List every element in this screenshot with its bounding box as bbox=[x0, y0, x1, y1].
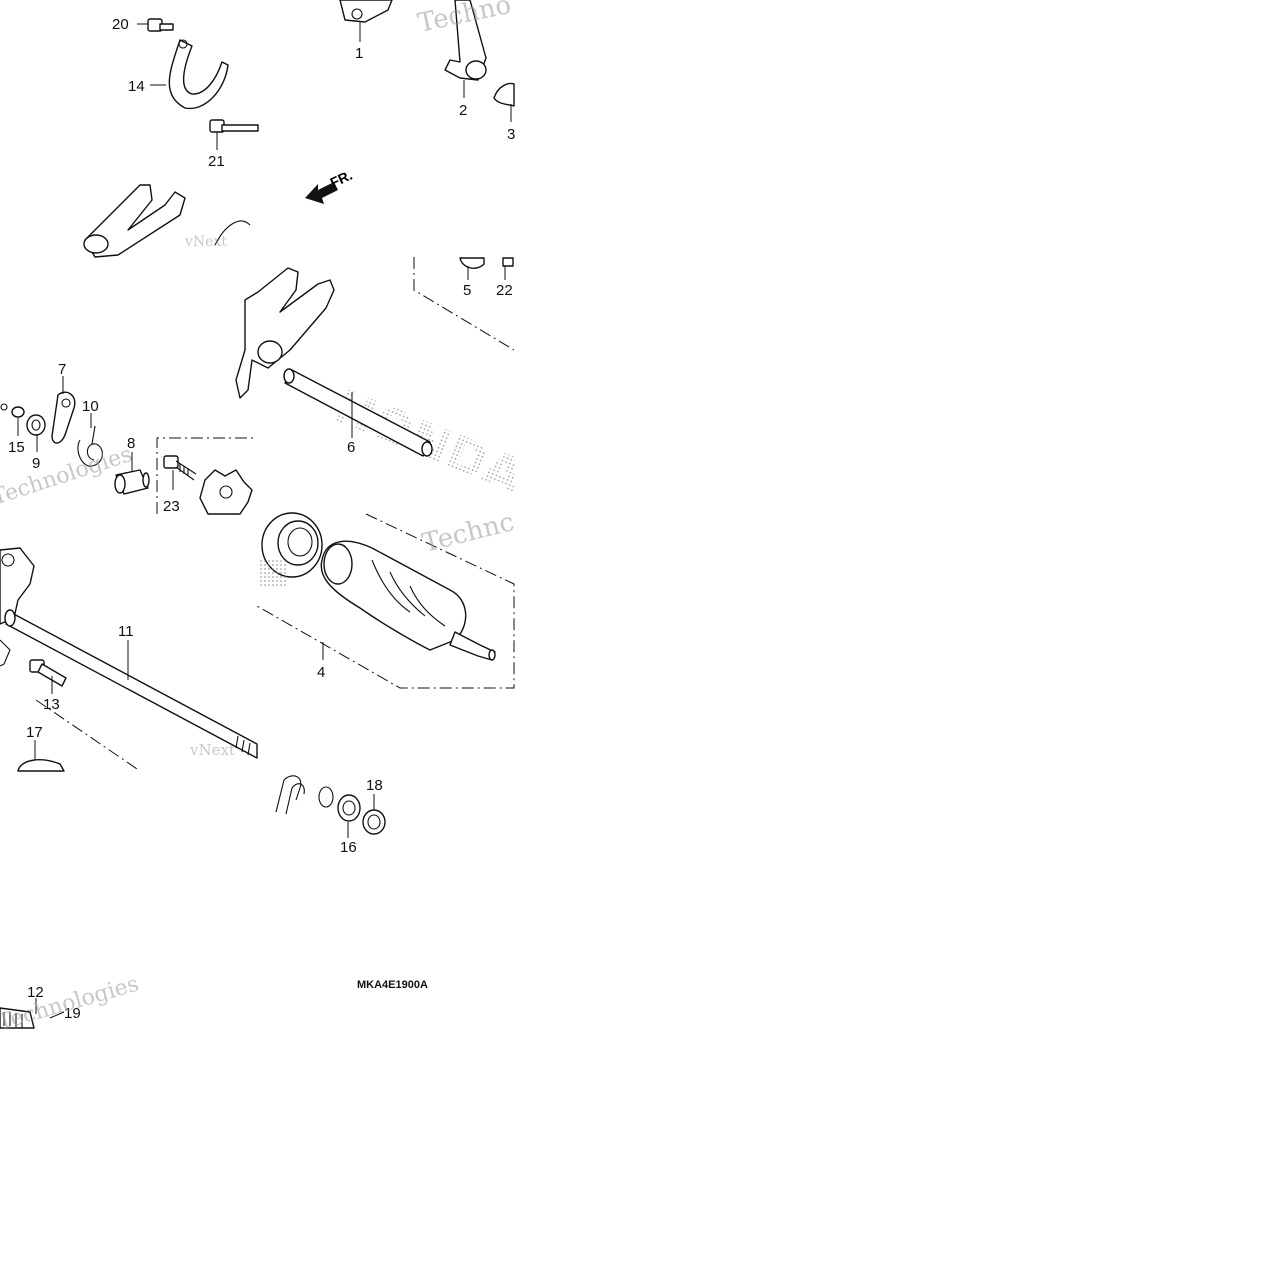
callout-13: 13 bbox=[43, 696, 60, 713]
watermark-technologies-2: Technologies bbox=[0, 972, 142, 1036]
callout-5: 5 bbox=[463, 282, 471, 299]
drawing-code: MKA4E1900A bbox=[357, 979, 428, 991]
spring-10-drawing bbox=[77, 425, 103, 467]
callout-18: 18 bbox=[366, 777, 383, 794]
washer-9-drawing bbox=[26, 414, 46, 436]
shift-drum-star-drawing bbox=[199, 469, 253, 515]
callout-7: 7 bbox=[58, 361, 66, 378]
gearshift-arm-drawing bbox=[0, 547, 35, 625]
callout-9: 9 bbox=[32, 455, 40, 472]
watermark-technc: Technc bbox=[419, 507, 517, 559]
assembly-boundary bbox=[156, 437, 257, 514]
bolt-21-drawing bbox=[209, 119, 259, 133]
shift-fork-2-drawing bbox=[444, 0, 487, 81]
tile-lower-left: 11 13 17 vNext bbox=[0, 547, 258, 772]
callout-21: 21 bbox=[208, 153, 225, 170]
watermark-vnext-2: vNext bbox=[189, 741, 235, 759]
callout-2: 2 bbox=[459, 102, 467, 119]
collar-8-drawing bbox=[114, 469, 150, 495]
drum-box-boundary bbox=[256, 513, 515, 689]
callout-23: 23 bbox=[163, 498, 180, 515]
callout-14: 14 bbox=[128, 78, 145, 95]
shift-fork-1-drawing bbox=[339, 0, 393, 23]
callout-19: 19 bbox=[64, 1005, 81, 1022]
washer-16-drawing bbox=[337, 794, 361, 822]
callout-16: 16 bbox=[340, 839, 357, 856]
callout-10: 10 bbox=[82, 398, 99, 415]
callout-1: 1 bbox=[355, 45, 363, 62]
tile-bottom-left: 12 19 Technologies bbox=[0, 972, 142, 1036]
callout-12: 12 bbox=[27, 984, 44, 1001]
oil-seal-18-drawing bbox=[362, 809, 386, 835]
tile-middle-left: 7 10 15 9 8 23 Technologies bbox=[0, 361, 257, 515]
tile-bottom-right: 18 16 MKA4E1900A bbox=[275, 775, 428, 991]
watermark-vnext: vNext bbox=[184, 234, 227, 250]
callout-17: 17 bbox=[26, 724, 43, 741]
bolt-20-drawing bbox=[147, 18, 174, 32]
callout-3: 3 bbox=[507, 126, 515, 143]
shift-fork-drawing bbox=[235, 267, 335, 399]
shift-drum-4-drawing bbox=[320, 540, 496, 661]
shift-fork-drawing bbox=[84, 184, 186, 258]
shift-fork-shaft-6-drawing bbox=[283, 368, 433, 457]
tile-lower-right: 4 Technc bbox=[256, 507, 517, 689]
bolt-23-drawing bbox=[163, 455, 197, 481]
washer-15-drawing bbox=[11, 406, 25, 418]
return-spring-drawing bbox=[275, 775, 305, 815]
callout-20: 20 bbox=[112, 16, 129, 33]
tile-middle-right: HONDA 6 5 22 bbox=[235, 257, 530, 505]
callout-4: 4 bbox=[317, 664, 325, 681]
bolt-13-drawing bbox=[29, 659, 67, 687]
callout-6: 6 bbox=[347, 439, 355, 456]
drum-assembly-boundary bbox=[413, 257, 515, 351]
front-direction-label: FR. bbox=[328, 167, 355, 191]
callout-15: 15 bbox=[8, 439, 25, 456]
front-direction-arrow: FR. bbox=[305, 167, 355, 204]
tile-top-right: FR. 1 2 3 Techno bbox=[305, 0, 515, 204]
spindle-end-drawing bbox=[0, 1007, 35, 1029]
bracket-14-drawing bbox=[168, 39, 229, 110]
part-3-drawing bbox=[493, 82, 515, 107]
oil-seal-17-drawing bbox=[17, 759, 65, 772]
bearing-drawing bbox=[258, 512, 323, 588]
callout-22: 22 bbox=[496, 282, 513, 299]
callout-11: 11 bbox=[118, 623, 134, 640]
gearshift-spindle-11-drawing bbox=[4, 609, 258, 759]
circlip-drawing bbox=[318, 786, 334, 808]
callout-8: 8 bbox=[127, 435, 135, 452]
tile-top-left: 20 14 21 vNext bbox=[83, 16, 259, 258]
